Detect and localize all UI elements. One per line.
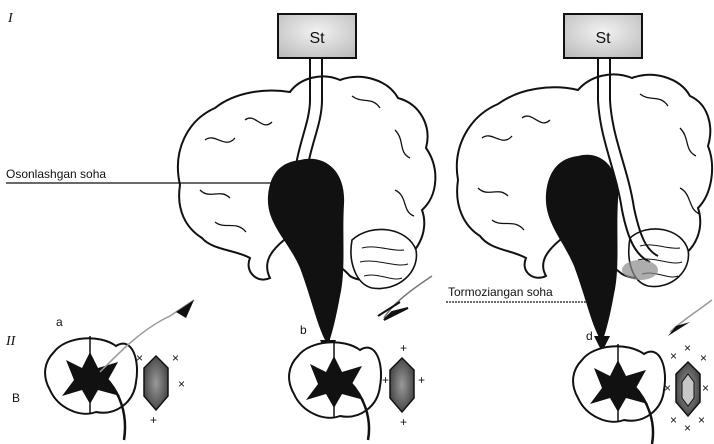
- inhibited-area-label: Tormoziangan soha: [448, 285, 553, 299]
- neuron-a: [144, 356, 168, 410]
- right-excited-area: [546, 155, 618, 342]
- sign-d-7: ×: [684, 421, 691, 435]
- left-brain: St: [178, 14, 435, 356]
- sign-d-6: ×: [670, 413, 677, 427]
- right-stimulator-label: St: [595, 30, 611, 47]
- right-brain: St: [457, 14, 712, 352]
- sign-d-2: ×: [684, 341, 691, 355]
- sign-d-8: ×: [698, 413, 705, 427]
- neuron-b: [390, 358, 414, 412]
- left-excited-area: [268, 159, 344, 345]
- left-cerebellum: [351, 229, 416, 288]
- panel-label-a: a: [56, 315, 63, 329]
- inhibited-area-shade: [622, 260, 658, 280]
- section-label-II: II: [5, 334, 17, 349]
- sign-d-3: ×: [700, 351, 707, 365]
- sign-a-3: ×: [178, 377, 185, 391]
- panel-label-b: b: [300, 323, 307, 337]
- section-label-I: I: [7, 11, 14, 26]
- sign-a-1: ×: [136, 351, 143, 365]
- sign-a-4: +: [150, 413, 157, 427]
- sign-b-2: +: [382, 373, 389, 387]
- spinal-section-b: + + + +: [289, 340, 425, 440]
- spinal-section-d: × × × × × × × ×: [573, 341, 709, 444]
- spinal-section-a: × × × +: [45, 300, 194, 440]
- sign-a-2: ×: [172, 351, 179, 365]
- sign-d-5: ×: [702, 381, 709, 395]
- sign-b-3: +: [418, 373, 425, 387]
- left-stimulator-label: St: [309, 30, 325, 47]
- sign-b-4: +: [400, 415, 407, 429]
- panel-label-d: d: [586, 329, 593, 343]
- panel-label-B: B: [12, 391, 20, 405]
- excited-area-label: Osonlashgan soha: [6, 167, 106, 181]
- sign-d-1: ×: [670, 349, 677, 363]
- sign-b-1: +: [400, 341, 407, 355]
- sign-d-4: ×: [664, 381, 671, 395]
